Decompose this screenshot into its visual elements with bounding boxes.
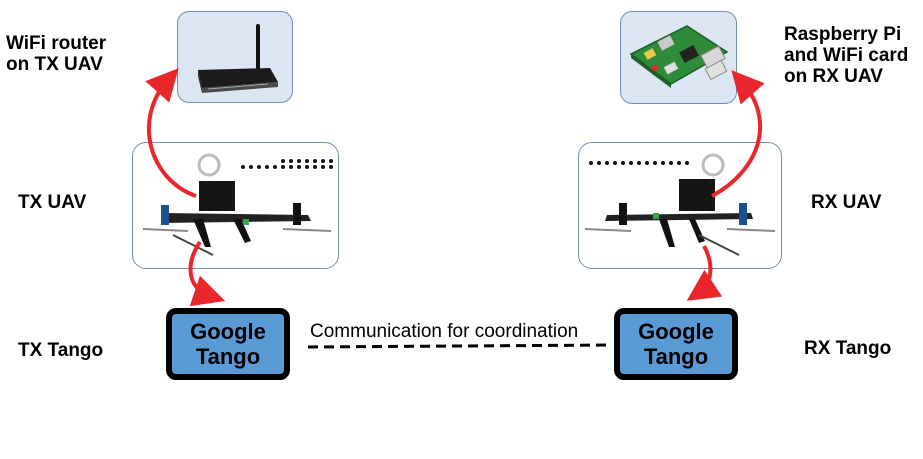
tango-communication-link xyxy=(307,343,613,349)
tx-uav-to-router-arrow xyxy=(145,68,197,198)
raspberry-pi-label: Raspberry Pi and WiFi card on RX UAV xyxy=(784,24,908,87)
tx-google-tango-line2: Tango xyxy=(195,344,261,369)
rx-tango-label: RX Tango xyxy=(804,338,892,359)
tx-uav-label: TX UAV xyxy=(18,192,87,213)
raspberry-pi-label-line3: on RX UAV xyxy=(784,66,883,87)
rx-google-tango-box: Google Tango xyxy=(614,308,738,380)
rx-google-tango-line2: Tango xyxy=(643,344,709,369)
wifi-router-label-line1: WiFi router xyxy=(6,33,107,54)
tx-tango-label: TX Tango xyxy=(18,340,104,361)
wifi-router-label-line2: on TX UAV xyxy=(6,54,103,75)
rx-google-tango-line1: Google xyxy=(638,319,714,344)
wifi-router-icon xyxy=(198,24,278,93)
rx-uav-to-pi-arrow xyxy=(711,70,765,198)
tx-uav-to-tango-arrow xyxy=(188,240,226,307)
raspberry-pi-picture xyxy=(620,11,737,104)
tx-uav-picture xyxy=(132,142,339,269)
drone-icon xyxy=(142,153,333,256)
tx-google-tango-box: Google Tango xyxy=(166,308,290,380)
raspberry-pi-label-line2: and WiFi card xyxy=(784,45,909,66)
rx-uav-to-tango-arrow xyxy=(686,245,723,301)
raspberry-pi-label-line1: Raspberry Pi xyxy=(784,24,902,45)
raspberry-pi-board-icon xyxy=(629,25,729,88)
drone-icon xyxy=(584,153,776,256)
tx-google-tango-line1: Google xyxy=(190,319,266,344)
communication-label: Communication for coordination xyxy=(310,321,579,342)
wifi-router-label: WiFi router on TX UAV xyxy=(6,33,106,75)
wifi-router-picture xyxy=(177,11,293,103)
rx-uav-label: RX UAV xyxy=(811,192,882,213)
